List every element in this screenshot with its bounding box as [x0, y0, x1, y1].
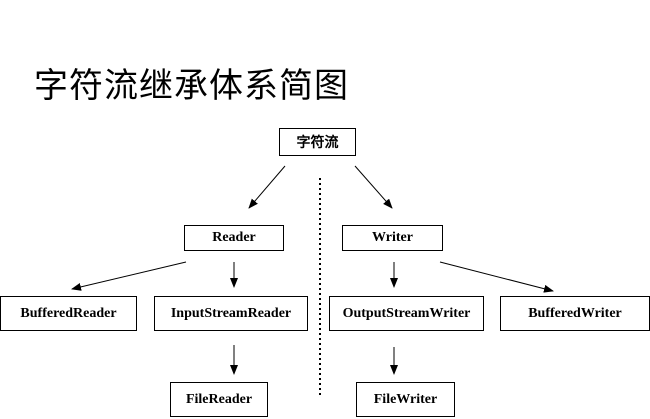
node-char-stream: 字符流 — [279, 128, 356, 156]
diagram-title: 字符流继承体系简图 — [34, 66, 349, 106]
arrow-reader-to-buffered-reader — [71, 261, 187, 291]
arrow-root-to-writer — [354, 165, 393, 209]
node-reader: Reader — [184, 225, 284, 251]
node-buffered-writer: BufferedWriter — [500, 296, 650, 331]
arrow-writer-to-buffered-writer — [439, 261, 554, 293]
node-output-stream-writer: OutputStreamWriter — [329, 296, 484, 331]
node-file-reader: FileReader — [170, 382, 268, 417]
node-writer: Writer — [342, 225, 443, 251]
node-file-writer: FileWriter — [356, 382, 455, 417]
arrow-root-to-reader — [248, 165, 286, 209]
node-buffered-reader: BufferedReader — [0, 296, 137, 331]
node-input-stream-reader: InputStreamReader — [154, 296, 308, 331]
